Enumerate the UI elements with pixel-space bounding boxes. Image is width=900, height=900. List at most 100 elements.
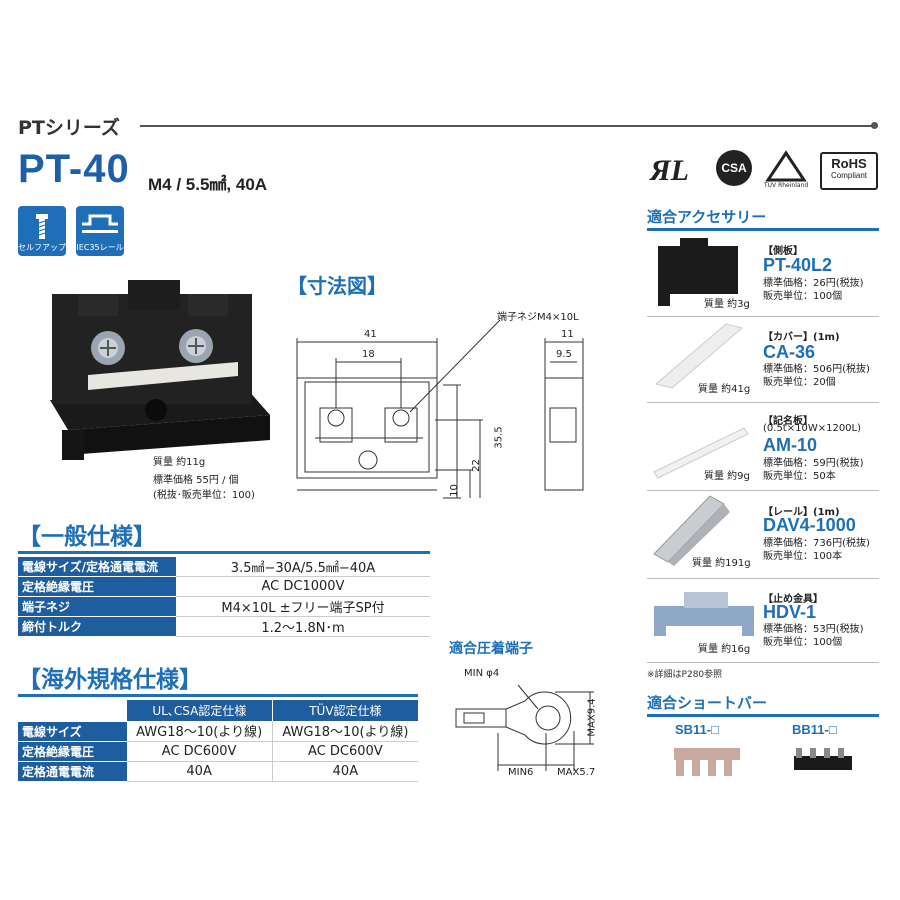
column-ul-csa: UL､CSA認定仕様 [126, 700, 273, 721]
terminal-block-photo [50, 280, 270, 460]
dim-10: 10 [448, 484, 460, 497]
dim-9-5: 9.5 [556, 349, 572, 360]
csa-mark-icon: CSA [716, 150, 752, 186]
accessories-note: ※詳細はP280参照 [647, 670, 723, 680]
side-plate-image [658, 238, 738, 306]
screw-label: 端子ネジM4×10L [497, 312, 579, 323]
crimp-min-phi: MIN φ4 [464, 668, 500, 679]
accessory-unit: 販売単位：50本 [763, 471, 836, 482]
spec-value: 1.2〜1.8N･m [176, 616, 430, 637]
spec-label: 電線サイズ/定格通電電流 [18, 557, 176, 577]
accessory-price: 標準価格：59円(税抜) [763, 458, 864, 469]
product-weight: 質量 約11g [153, 457, 206, 468]
din-rail-icon [82, 214, 118, 233]
overseas-value: AWG18〜10(より線) [126, 721, 273, 742]
short-bar-bb11-image [794, 748, 852, 770]
accessory-name: CA-36 [763, 342, 816, 362]
spec-label: 端子ネジ [18, 596, 176, 617]
model-name: PT-40 [18, 147, 130, 191]
accessory-price: 標準価格：506円(税抜) [763, 364, 870, 375]
accessory-name: AM-10 [763, 435, 818, 455]
accessory-weight: 質量 約9g [704, 471, 750, 482]
accessory-price: 標準価格：736円(税抜) [763, 538, 870, 549]
rohs-badge: RoHS Compliant [820, 152, 878, 190]
svg-text:ЯL: ЯL [649, 154, 689, 187]
accessory-divider [647, 490, 879, 491]
tuv-label: TÜV Rheinland [764, 182, 809, 189]
overseas-label: 定格通電電流 [18, 761, 127, 782]
spec-value: M4×10L ±フリー端子SP付 [176, 596, 430, 617]
accessory-divider [647, 578, 879, 579]
accessory-category: 【レール】(1m) [763, 507, 840, 518]
accessory-subcategory: (0.5t×10W×1200L) [763, 423, 862, 434]
accessory-weight: 質量 約3g [704, 299, 750, 310]
accessory-category: 【カバー】(1m) [763, 332, 840, 343]
accessory-category: 【側板】 [763, 246, 803, 257]
spec-label: 締付トルク [18, 616, 176, 637]
overseas-value: AWG18〜10(より線) [272, 721, 418, 742]
marker-plate-image [653, 427, 749, 479]
short-bar-sb11-image [674, 748, 740, 776]
header-rule [140, 125, 873, 127]
self-up-screw-icon [36, 214, 48, 239]
end-stopper-image [654, 592, 754, 636]
overseas-value: AC DC600V [272, 741, 418, 762]
header-rule-dot [871, 122, 878, 129]
spec-value: AC DC1000V [176, 576, 430, 597]
crimp-terminal-drawing [455, 684, 594, 771]
dim-22: 22 [470, 459, 482, 472]
accessory-category: 【記名板】 [763, 416, 813, 427]
overseas-value: 40A [126, 761, 273, 782]
dim-11: 11 [561, 329, 574, 340]
accessory-unit: 販売単位：20個 [763, 377, 836, 388]
feature-din-rail-label: IEC35レール [76, 243, 124, 252]
crimp-max-94: MAX9.4 [586, 698, 598, 737]
accessory-unit: 販売単位：100個 [763, 291, 843, 302]
accessory-divider [647, 402, 879, 403]
din-rail-image [653, 495, 730, 566]
column-tuv: TÜV認定仕様 [271, 700, 418, 721]
accessory-weight: 質量 約191g [692, 558, 751, 569]
overseas-value: 40A [272, 761, 418, 782]
accessory-unit: 販売単位：100本 [763, 551, 843, 562]
tuv-mark-icon [765, 150, 807, 182]
series-title: PTシリーズ [18, 117, 120, 139]
overseas-label: 定格絶縁電圧 [18, 741, 127, 762]
model-spec: M4 / 5.5㎟, 40A [148, 175, 268, 194]
feature-self-up-label: セルフアップ [18, 243, 66, 252]
overseas-label: 電線サイズ [18, 721, 127, 742]
accessories-rule [647, 228, 879, 231]
feature-din-rail: IEC35レール [76, 206, 124, 256]
accessory-name: HDV-1 [763, 602, 817, 622]
accessory-unit: 販売単位：100個 [763, 637, 843, 648]
product-price: 標準価格 55円 / 個 [153, 475, 239, 486]
short-bars-title: 適合ショートバー [647, 694, 768, 712]
product-price-unit: (税抜･販売単位：100) [153, 490, 255, 501]
accessory-category: 【止め金具】 [763, 594, 823, 605]
dim-35-5: 35.5 [493, 426, 505, 449]
accessory-name: PT-40L2 [763, 255, 833, 275]
accessory-name: DAV4-1000 [763, 515, 856, 535]
spec-label: 定格絶縁電圧 [18, 576, 176, 597]
feature-self-up: セルフアップ [18, 206, 66, 256]
ul-mark-icon: ЯL [649, 154, 689, 187]
short-bar-sb11: SB11-□ [675, 722, 719, 737]
overseas-specs-title: 【海外規格仕様】 [18, 667, 202, 693]
spec-value: 3.5㎟−30A/5.5㎟−40A [176, 557, 430, 577]
crimp-max-57: MAX5.7 [557, 767, 596, 778]
csa-label: CSA [721, 161, 747, 175]
short-bars-rule [647, 714, 879, 717]
overseas-header-row: UL､CSA認定仕様 TÜV認定仕様 [18, 700, 418, 722]
dim-18: 18 [362, 349, 375, 360]
rohs-compliant-label: Compliant [830, 171, 867, 180]
crimp-min-6: MIN6 [508, 767, 534, 778]
